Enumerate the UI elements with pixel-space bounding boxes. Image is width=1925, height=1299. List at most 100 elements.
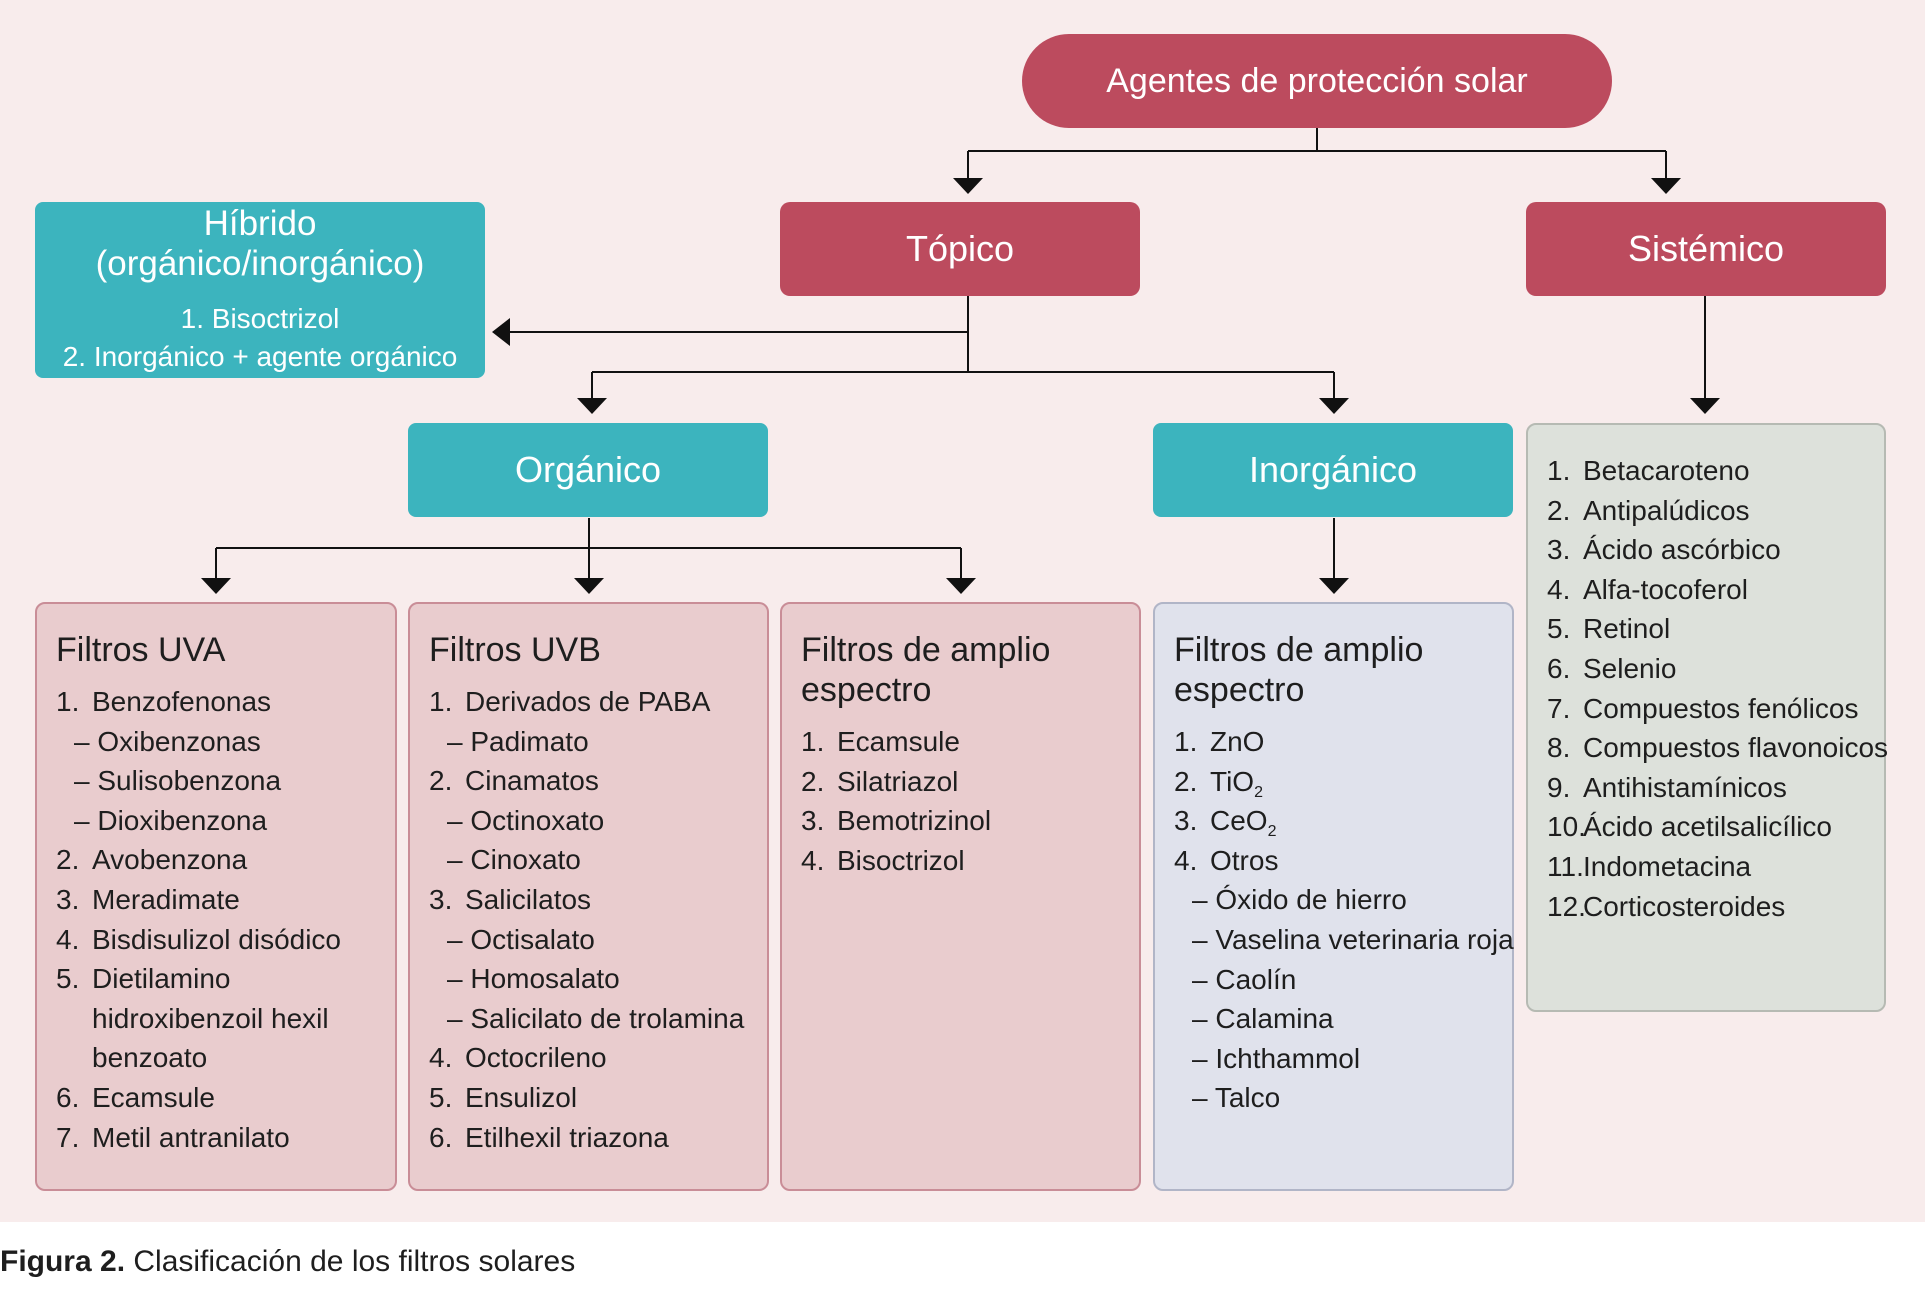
list-item-number: 6. — [1547, 652, 1571, 684]
connector-root-split — [967, 128, 1667, 178]
list-item-text: benzoato — [92, 1042, 208, 1074]
list-item-number: 4. — [429, 1042, 453, 1074]
inorganico-node: Inorgánico — [1153, 423, 1513, 517]
list-item-text: Salicilatos — [465, 883, 592, 915]
list-item: 3.Ácido ascórbico — [1547, 530, 1864, 570]
list-item: – Caolín — [1174, 960, 1492, 1000]
list-item-text: Ecamsule — [837, 726, 960, 757]
list-item: 11.Indometacina — [1547, 847, 1864, 887]
list-item: 2.TiO2 — [1174, 762, 1492, 802]
list-item-text: Otros — [1210, 844, 1279, 876]
list-item: – Padimato — [429, 722, 747, 762]
list-item: 4.Otros — [1174, 841, 1492, 881]
list-item: 8.Compuestos flavonoicos — [1547, 728, 1888, 768]
list-item-number: 2. — [56, 844, 80, 876]
list-item: 2.Cinamatos — [429, 761, 747, 801]
list-item-number: 2. — [429, 765, 453, 797]
list-item: 4.Bisoctrizol — [801, 841, 1119, 881]
list-item-text: – Padimato — [447, 725, 589, 757]
hibrido-item: 1. Bisoctrizol — [180, 303, 340, 334]
list-item: 1.Benzofenonas — [56, 682, 375, 722]
list-item-text: CeO — [1210, 805, 1268, 837]
uvb-title: Filtros UVB — [429, 631, 601, 669]
list-item-text: – Oxibenzonas — [74, 725, 261, 757]
list-item-text: Bisoctrizol — [837, 844, 965, 876]
amplio-inorg-title: Filtros de amplio espectro — [1174, 630, 1492, 710]
diagram-canvas: Agentes de protección solar Tópico Sisté… — [0, 0, 1925, 1222]
list-item: 1.Betacaroteno — [1547, 451, 1864, 491]
list-item-number: 9. — [1547, 771, 1571, 803]
list-item-number: 3. — [56, 883, 80, 915]
list-item-number: 3. — [429, 883, 453, 915]
list-item-text: – Salicilato de trolamina — [447, 1002, 745, 1034]
list-item-text: – Homosalato — [447, 963, 620, 995]
list-item-number: 11. — [1547, 850, 1584, 882]
list-item: – Salicilato de trolamina — [429, 999, 747, 1039]
sistemico-label: Sistémico — [1627, 228, 1785, 269]
list-item-text: Compuestos flavonoicos — [1583, 732, 1889, 764]
list-item: 10.Ácido acetilsalicílico — [1547, 807, 1864, 847]
arrowhead-sistemico-list — [1690, 398, 1720, 414]
arrowhead-topico — [953, 178, 983, 194]
list-item-text: Ácido ascórbico — [1583, 534, 1781, 566]
list-item: hidroxibenzoil hexil — [56, 999, 375, 1039]
list-item-text: Indometacina — [1583, 850, 1752, 882]
list-item: 9.Antihistamínicos — [1547, 768, 1864, 808]
list-item: – Homosalato — [429, 959, 747, 999]
connector-topico — [510, 296, 1335, 398]
list-item-number: 6. — [429, 1121, 453, 1153]
list-item: 3. Meradimate — [56, 880, 375, 920]
list-item-text: Meradimate — [92, 883, 240, 915]
list-item-text: Ecamsule — [92, 1081, 215, 1113]
uvb-panel: Filtros UVB 1.Derivados de PABA– Padimat… — [408, 602, 769, 1191]
list-item: – Oxibenzonas — [56, 722, 375, 762]
amplio-org-title: Filtros de amplio espectro — [801, 630, 1119, 710]
list-item-number: 1. — [801, 726, 825, 757]
list-item-text: – Ichthammol — [1192, 1042, 1361, 1074]
list-item-number: 3. — [801, 805, 825, 837]
amplio-inorg-title-line: Filtros de amplio — [1174, 631, 1424, 669]
arrowhead-amplio-org — [946, 578, 976, 594]
list-item: 12.Corticosteroides — [1547, 887, 1864, 927]
list-item-text: Antipalúdicos — [1583, 494, 1750, 526]
list-item-number: 5. — [1547, 613, 1571, 645]
list-item-text: – Calamina — [1192, 1003, 1334, 1035]
arrowhead-uva — [201, 578, 231, 594]
list-item-text: Ensulizol — [465, 1081, 578, 1113]
inorganico-label: Inorgánico — [1248, 449, 1418, 490]
amplio-org-title-line: Filtros de amplio — [801, 631, 1051, 669]
list-item-number: 2. — [801, 765, 825, 797]
list-item: 1. Ecamsule — [801, 722, 1119, 762]
list-item-text: – Octisalato — [447, 923, 595, 955]
organico-node: Orgánico — [408, 423, 768, 517]
list-item: 7.Compuestos fenólicos — [1547, 689, 1864, 729]
root-node: Agentes de protección solar — [1022, 34, 1612, 128]
connectors — [201, 128, 1720, 594]
topico-label: Tópico — [905, 228, 1015, 269]
list-item-text: – Cinoxato — [447, 844, 581, 876]
list-item-number: 7. — [1547, 692, 1571, 724]
list-item-text: Retinol — [1583, 613, 1671, 645]
list-item-number: 2. — [1547, 494, 1571, 526]
list-item-text: – Caolín — [1192, 963, 1297, 995]
connector-organico — [215, 518, 962, 578]
uva-title: Filtros UVA — [56, 631, 226, 669]
list-item-number: 4. — [1547, 573, 1571, 605]
list-item-text: Ácido acetilsalicílico — [1583, 811, 1832, 843]
list-item-number: 12. — [1547, 890, 1586, 922]
list-item-text: hidroxibenzoil hexil — [92, 1002, 329, 1034]
list-item-number: 1. — [1174, 726, 1198, 757]
list-item-text: – Dioxibenzona — [74, 804, 268, 836]
list-item: 3.CeO2 — [1174, 801, 1492, 841]
list-item: 6.Selenio — [1547, 649, 1864, 689]
sistemico-node: Sistémico — [1526, 202, 1886, 296]
list-item-text: – Talco — [1192, 1082, 1281, 1114]
list-item-number: 5. — [429, 1081, 453, 1113]
list-item-text: Avobenzona — [92, 844, 248, 876]
list-item-number: 1. — [429, 686, 453, 717]
